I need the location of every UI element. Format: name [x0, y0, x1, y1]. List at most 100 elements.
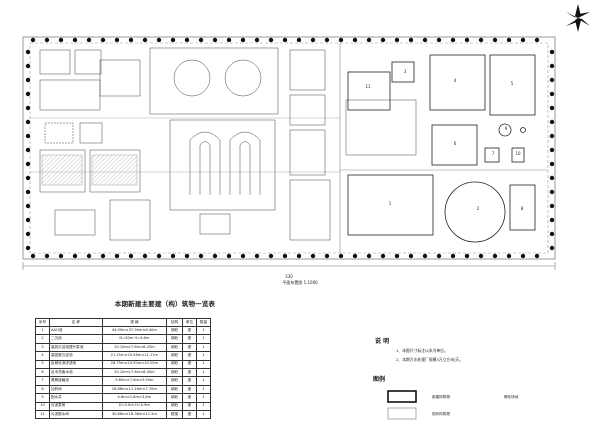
tree-icon [324, 37, 330, 43]
tree-icon [25, 217, 31, 223]
legend-hardened-label: 硬化场地 [504, 395, 519, 399]
scale-caption: 平面布置图 1:1000 [282, 279, 318, 285]
legend-existing-label: 现状构筑物 [432, 412, 450, 416]
tree-icon [549, 203, 555, 209]
tree-icon [549, 161, 555, 167]
tree-icon [25, 119, 31, 125]
notes-title: 说 明 [375, 338, 390, 345]
tree-icon [549, 119, 555, 125]
tree-icon [338, 253, 344, 259]
tree-icon [478, 37, 484, 43]
structure-number: 4 [454, 78, 457, 83]
tree-icon [254, 253, 260, 259]
tree-icon [25, 161, 31, 167]
tree-icon [128, 37, 134, 43]
tree-icon [450, 37, 456, 43]
tree-icon [436, 37, 442, 43]
tree-icon [170, 253, 176, 259]
tree-icon [506, 37, 512, 43]
tree-icon [25, 49, 31, 55]
legend-new-label: 新建构筑物 [432, 395, 450, 399]
tree-icon [352, 37, 358, 43]
structure-number: 7 [492, 151, 495, 156]
tree-icon [282, 253, 288, 259]
tree-icon [268, 253, 274, 259]
tree-icon [380, 37, 386, 43]
tree-icon [100, 253, 106, 259]
tree-icon [212, 37, 218, 43]
tree-icon [128, 253, 134, 259]
tree-icon [254, 37, 260, 43]
tree-icon [492, 253, 498, 259]
tree-icon [114, 253, 120, 259]
tree-icon [282, 37, 288, 43]
structure-number: 2 [477, 206, 480, 211]
tree-icon [549, 147, 555, 153]
tree-icon [25, 77, 31, 83]
tree-icon [86, 253, 92, 259]
tree-icon [142, 37, 148, 43]
note-item: 2、本期污水处理厂规模3万立方米/天。 [396, 357, 463, 362]
tree-icon [310, 37, 316, 43]
tree-icon [184, 253, 190, 259]
tree-icon [380, 253, 386, 259]
tree-icon [549, 49, 555, 55]
tree-icon [352, 253, 358, 259]
tree-icon [25, 147, 31, 153]
tree-icon [30, 37, 36, 43]
structure-number: 5 [511, 81, 514, 86]
tree-icon [296, 37, 302, 43]
tree-icon [86, 37, 92, 43]
tree-icon [549, 91, 555, 97]
tree-icon [338, 37, 344, 43]
note-item: 1、本图尺寸标注以米为单位。 [396, 348, 448, 353]
tree-icon [72, 37, 78, 43]
tree-icon [394, 37, 400, 43]
structure-number: 8 [521, 206, 524, 211]
tree-icon [408, 37, 414, 43]
tree-icon [534, 253, 540, 259]
tree-icon [25, 105, 31, 111]
table-cell-qty: 1 [196, 409, 211, 420]
tree-icon [114, 37, 120, 43]
table-cell-spec: 30.66m×18.36m×11.5m [101, 409, 168, 420]
tree-icon [156, 253, 162, 259]
tree-row [25, 37, 555, 259]
tree-icon [44, 253, 50, 259]
tree-icon [549, 245, 555, 251]
tree-icon [549, 231, 555, 237]
tree-icon [25, 133, 31, 139]
tree-icon [30, 253, 36, 259]
tree-icon [464, 37, 470, 43]
legend-new-swatch [387, 390, 417, 403]
tree-icon [296, 253, 302, 259]
table-header-row: 序号 名 称 规 格 结构 单位 数量 [35, 318, 211, 327]
legend-title: 图例 [373, 376, 386, 383]
table-title: 本期新建主要建（构）筑物一览表 [114, 300, 216, 308]
tree-icon [549, 133, 555, 139]
tree-icon [506, 253, 512, 259]
tree-icon [549, 189, 555, 195]
tree-icon [549, 217, 555, 223]
structure-number: 10 [515, 151, 521, 156]
tree-icon [226, 37, 232, 43]
hatched-areas [41, 154, 138, 186]
tree-icon [549, 105, 555, 111]
tree-icon [549, 63, 555, 69]
tree-icon [240, 37, 246, 43]
tree-icon [520, 253, 526, 259]
structure-number: 1 [389, 201, 392, 206]
tree-icon [366, 253, 372, 259]
tree-icon [44, 37, 50, 43]
tree-icon [408, 253, 414, 259]
tree-icon [170, 37, 176, 43]
tree-icon [25, 203, 31, 209]
tree-icon [394, 253, 400, 259]
tree-icon [58, 37, 64, 43]
